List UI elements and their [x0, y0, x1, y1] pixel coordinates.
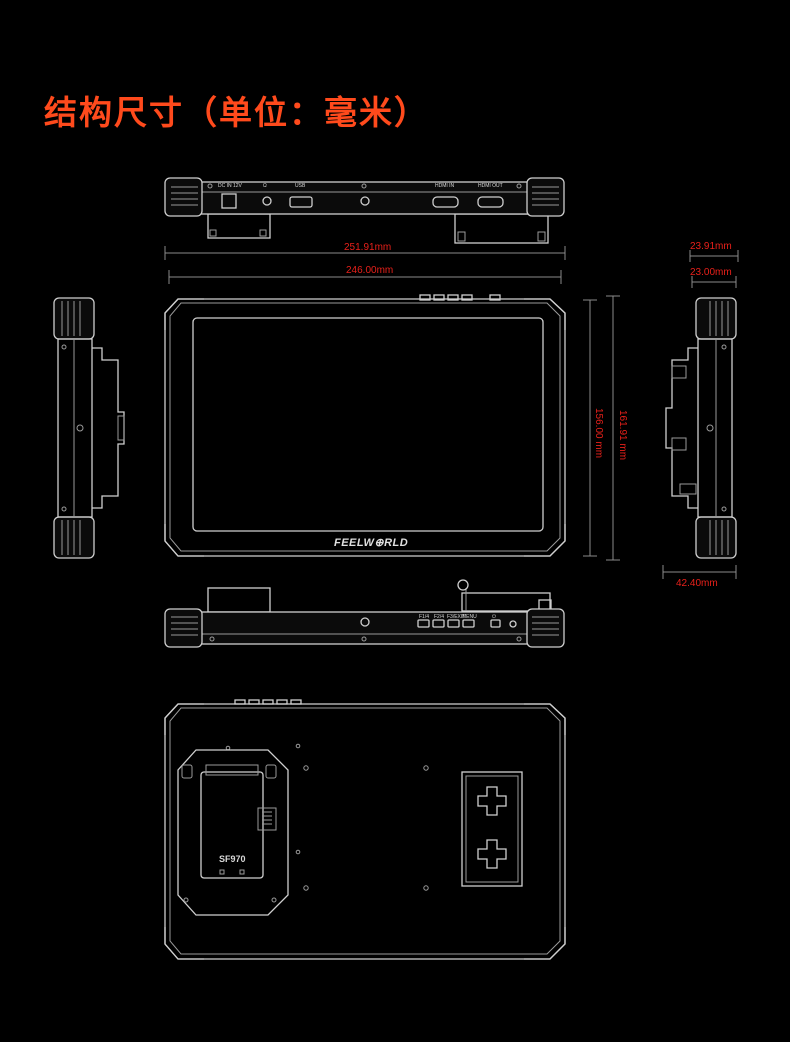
button-f2	[432, 619, 445, 628]
depth-with-plate-label: 42.40mm	[676, 578, 718, 589]
brand-logo: FEELW⊕RLD	[334, 537, 408, 549]
back-view: SF970	[164, 699, 566, 960]
usb-port	[289, 196, 313, 208]
hdmi-in-port	[432, 196, 459, 208]
overall-width-label: 251.91mm	[344, 242, 391, 253]
right-side-view	[665, 297, 737, 559]
overall-depth-top-label: 23.91mm	[690, 241, 732, 252]
top-screw-hole	[360, 196, 370, 206]
height-dimensions: 156.00 mm 161.91 mm	[583, 295, 628, 561]
button-label-f2: F2/4	[434, 614, 444, 620]
body-height-label: 156.00 mm	[593, 408, 604, 458]
hdmi-out-label: HDMI OUT	[478, 183, 503, 189]
button-label-menu: MENU	[462, 614, 477, 620]
bottom-view: F1/4 F2/4 F3/EXIT MENU ⏻	[164, 579, 565, 648]
power-icon: ⏻	[492, 614, 496, 620]
button-f1	[417, 619, 430, 628]
page-title: 结构尺寸（单位：毫米）	[44, 93, 429, 132]
mount-plate	[461, 771, 523, 887]
button-label-f1: F1/4	[419, 614, 429, 620]
front-view: FEELW⊕RLD	[164, 294, 566, 557]
display-screen	[192, 317, 544, 532]
dc-in-port	[221, 193, 237, 209]
body-width-label: 246.00mm	[346, 265, 393, 276]
hdmi-out-port	[477, 196, 504, 208]
button-f3-exit	[447, 619, 460, 628]
battery-plate	[177, 749, 289, 916]
button-power	[490, 619, 501, 628]
width-dimensions: 251.91mm 246.00mm	[164, 242, 566, 284]
headphone-jack	[262, 196, 272, 206]
hdmi-in-label: HDMI IN	[435, 183, 455, 189]
overall-height-label: 161.91 mm	[617, 410, 628, 460]
left-side-view	[53, 297, 125, 559]
button-label-f3: F3/EXIT	[447, 614, 465, 620]
battery-plate-label: SF970	[219, 854, 246, 864]
usb-label: USB	[295, 183, 306, 189]
body-depth-top-label: 23.00mm	[690, 267, 732, 278]
top-view: DC IN 12V Ω USB HDMI IN HDMI OUT	[164, 177, 565, 244]
button-menu	[462, 619, 475, 628]
depth-dimensions: 23.91mm 23.00mm 42.40mm	[662, 241, 739, 589]
headphone-icon: Ω	[263, 183, 267, 189]
dc-in-label: DC IN 12V	[218, 183, 243, 189]
